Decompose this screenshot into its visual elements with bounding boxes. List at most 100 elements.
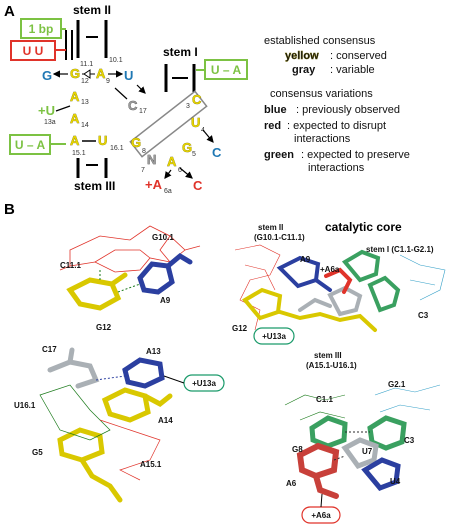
nt-a151: A [70,133,80,148]
num-11-1: 11.1 [80,61,93,68]
a6a-pointer [320,493,323,508]
u13a-link [55,105,71,112]
label-a15-1: A15.1 [140,460,162,469]
legend-blue-key: blue [264,104,287,116]
u13a-pointer [163,375,185,384]
stem-iii-lines [76,158,108,178]
c17-arrow [136,84,146,94]
box-1bp-text: 1 bp [29,22,54,36]
nt-g-blue: G [42,68,52,83]
label-c3-bottom: C3 [404,436,415,445]
legend-green-key: green [264,149,294,161]
nt-a13: A [70,89,80,104]
box-uu-text: U U [23,44,44,58]
label-g12-core: G12 [232,324,248,333]
legend-variations: consensus variations [270,88,373,100]
core-title: catalytic core [325,220,402,234]
legend-gray-desc: : variable [330,64,375,76]
num-10-1: 10.1 [109,57,123,64]
arrow-c-red [179,167,193,179]
label-stem-ii: stem II [258,223,283,232]
box-ua-top-text: U – A [211,63,242,77]
num-9: 9 [106,78,110,85]
num-15-1: 15.1 [72,150,86,157]
num-14: 14 [81,122,89,129]
legend-established: established consensus [264,35,376,47]
num-3: 3 [186,103,190,110]
label-a6a-bottom: +A6a [311,511,331,520]
label-g8: G8 [292,445,303,454]
nt-c17: C [128,98,138,113]
num-7: 7 [141,167,145,174]
num-6a: 6a [164,188,172,195]
num-12: 12 [81,78,89,85]
nt-c-blue: C [212,145,222,160]
stem-ii-label: stem II [73,3,111,17]
label-a13: A13 [146,347,161,356]
structure-catalytic-core [234,244,446,332]
structure-g12-a9 [59,225,201,311]
label-a6a-core: +A6a [320,265,340,274]
label-u13a: +U13a [192,379,216,388]
label-u7: U7 [362,447,373,456]
label-c17: C17 [42,345,57,354]
label-g12: G12 [96,323,112,332]
structure-c17-a14 [39,347,173,503]
label-u4: U4 [390,477,401,486]
panel-b-label: B [4,201,15,218]
label-a14: A14 [158,416,173,425]
stem-iii-label: stem III [74,179,115,193]
nt-c3: C [192,92,202,107]
arrow-u4 [202,129,214,143]
stem-i-lines [164,64,196,92]
label-a9-core: A9 [300,255,311,264]
num-13a: 13a [44,119,56,126]
badge-u13a-core [253,327,295,345]
num-8: 8 [142,148,146,155]
label-stem-iii: stem III [314,351,342,360]
nt-g8: G [131,135,141,150]
label-u16-1: U16.1 [14,401,36,410]
nt-u-blue: U [124,68,133,83]
label-u13a-core: +U13a [262,332,286,341]
arrow-a6a [164,169,172,179]
label-stem-iii-sub: (A15.1-U16.1) [306,361,357,370]
legend-yellow-key: yellow [285,50,319,62]
legend-green-desc1: : expected to preserve [301,149,410,161]
nt-n7: N [147,152,156,167]
legend-red-desc2: interactions [294,133,351,145]
label-a6: A6 [286,479,297,488]
nt-c-red: C [193,178,203,193]
label-g10-1: G10.1 [152,233,174,242]
nt-u161: U [98,133,107,148]
label-stem-i: stem I (C1.1-G2.1) [366,245,434,254]
g12-a9-pair-symbol [83,69,91,79]
stem-ii-lines [76,20,108,58]
nt-u4: U [191,115,200,130]
num-16-1: 16.1 [110,145,124,152]
legend-gray-key: gray [292,64,316,76]
label-c11-1: C11.1 [60,261,81,270]
num-17: 17 [139,108,147,115]
nt-g12: G [70,66,80,81]
nt-a6a: +A [145,177,163,192]
label-c3-core: C3 [418,311,429,320]
gray-box [129,90,208,158]
legend-red-key: red [264,120,281,132]
stem-i-label: stem I [163,45,198,59]
label-g2-1: G2.1 [388,380,406,389]
structure-a6a [284,384,441,499]
label-c1-1: C1.1 [316,395,333,404]
box-ua-left-text: U – A [15,138,46,152]
legend-blue-desc: : previously observed [296,104,400,116]
nt-g5: G [182,140,192,155]
stem-ii-left-bars [65,30,73,60]
nt-a6: A [167,154,177,169]
label-a9: A9 [160,296,171,305]
nt-a14: A [70,111,80,126]
num-6: 6 [178,167,182,174]
legend-red-desc1: : expected to disrupt [287,120,386,132]
legend-yellow-desc: : conserved [330,50,387,62]
label-g5: G5 [32,448,43,457]
